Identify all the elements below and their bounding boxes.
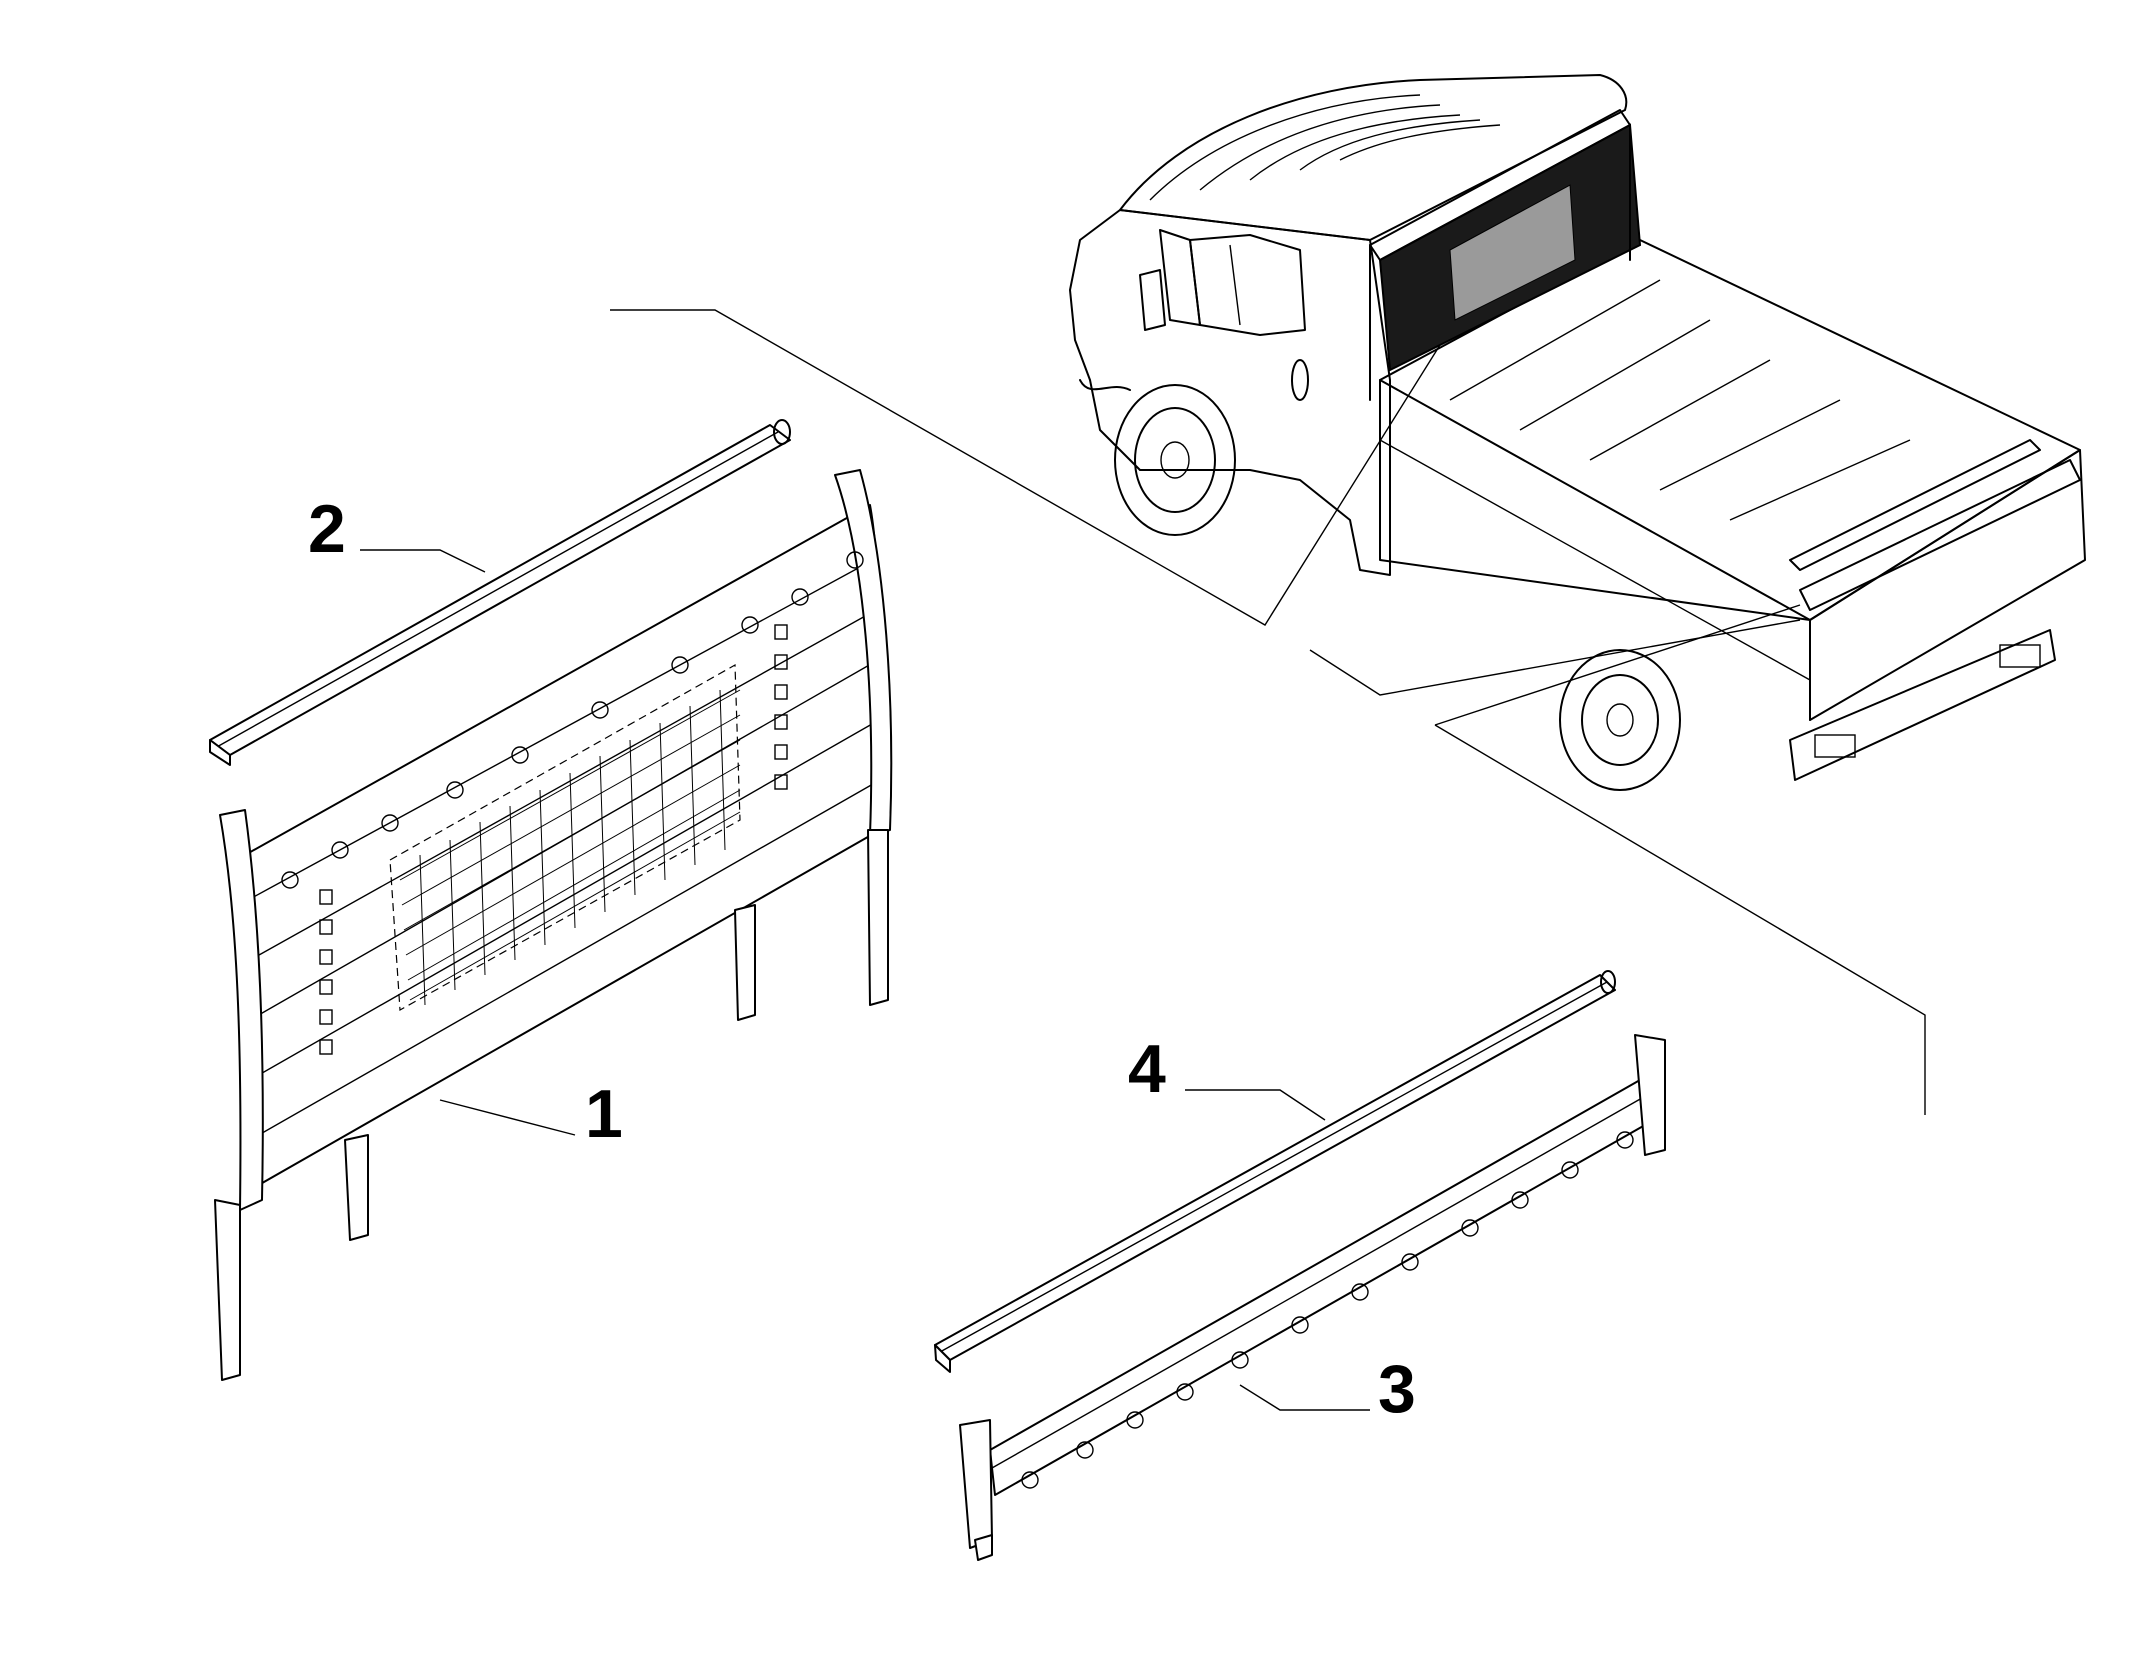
- tailboard-rail: [959, 1034, 1666, 1561]
- detail-leader-lines: [610, 309, 1926, 1115]
- headboard-panel: [214, 469, 893, 1381]
- callout-2: 2: [308, 491, 346, 567]
- callout-3: 3: [1378, 1351, 1416, 1427]
- truck-illustration: [1069, 74, 2086, 791]
- callout-leaders: [360, 549, 1370, 1411]
- headboard-top-rail: [209, 419, 791, 766]
- tailboard-top-rail: [934, 970, 1616, 1373]
- callout-4: 4: [1128, 1031, 1166, 1107]
- callout-1: 1: [585, 1076, 623, 1152]
